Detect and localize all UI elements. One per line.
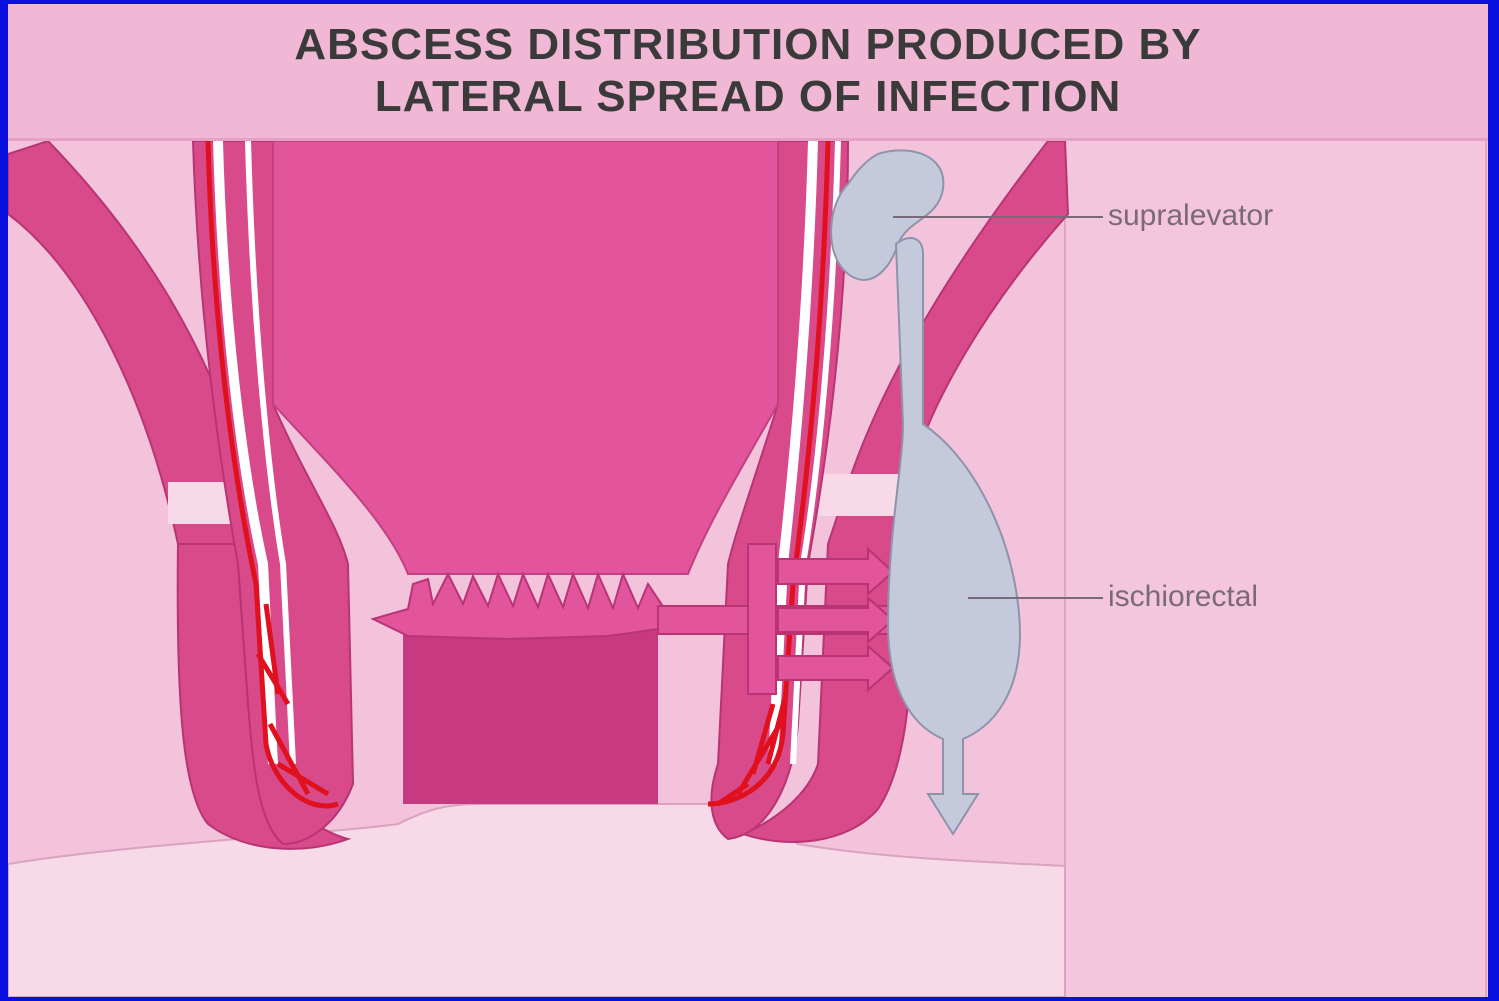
title-line-1: ABSCESS DISTRIBUTION PRODUCED BY [294,19,1201,71]
dentate-line [373,574,668,639]
anorectal-diagram [8,4,1488,997]
label-ischiorectal: ischiorectal [1108,580,1258,614]
perineum [8,804,1065,997]
title-band: ABSCESS DISTRIBUTION PRODUCED BY LATERAL… [8,4,1488,141]
label-supralevator: supralevator [1108,199,1273,233]
title-line-2: LATERAL SPREAD OF INFECTION [375,71,1122,123]
rectal-lumen [273,141,778,574]
anal-canal [403,624,658,804]
right-label-panel [1065,141,1488,997]
diagram-frame: ABSCESS DISTRIBUTION PRODUCED BY LATERAL… [8,4,1488,997]
